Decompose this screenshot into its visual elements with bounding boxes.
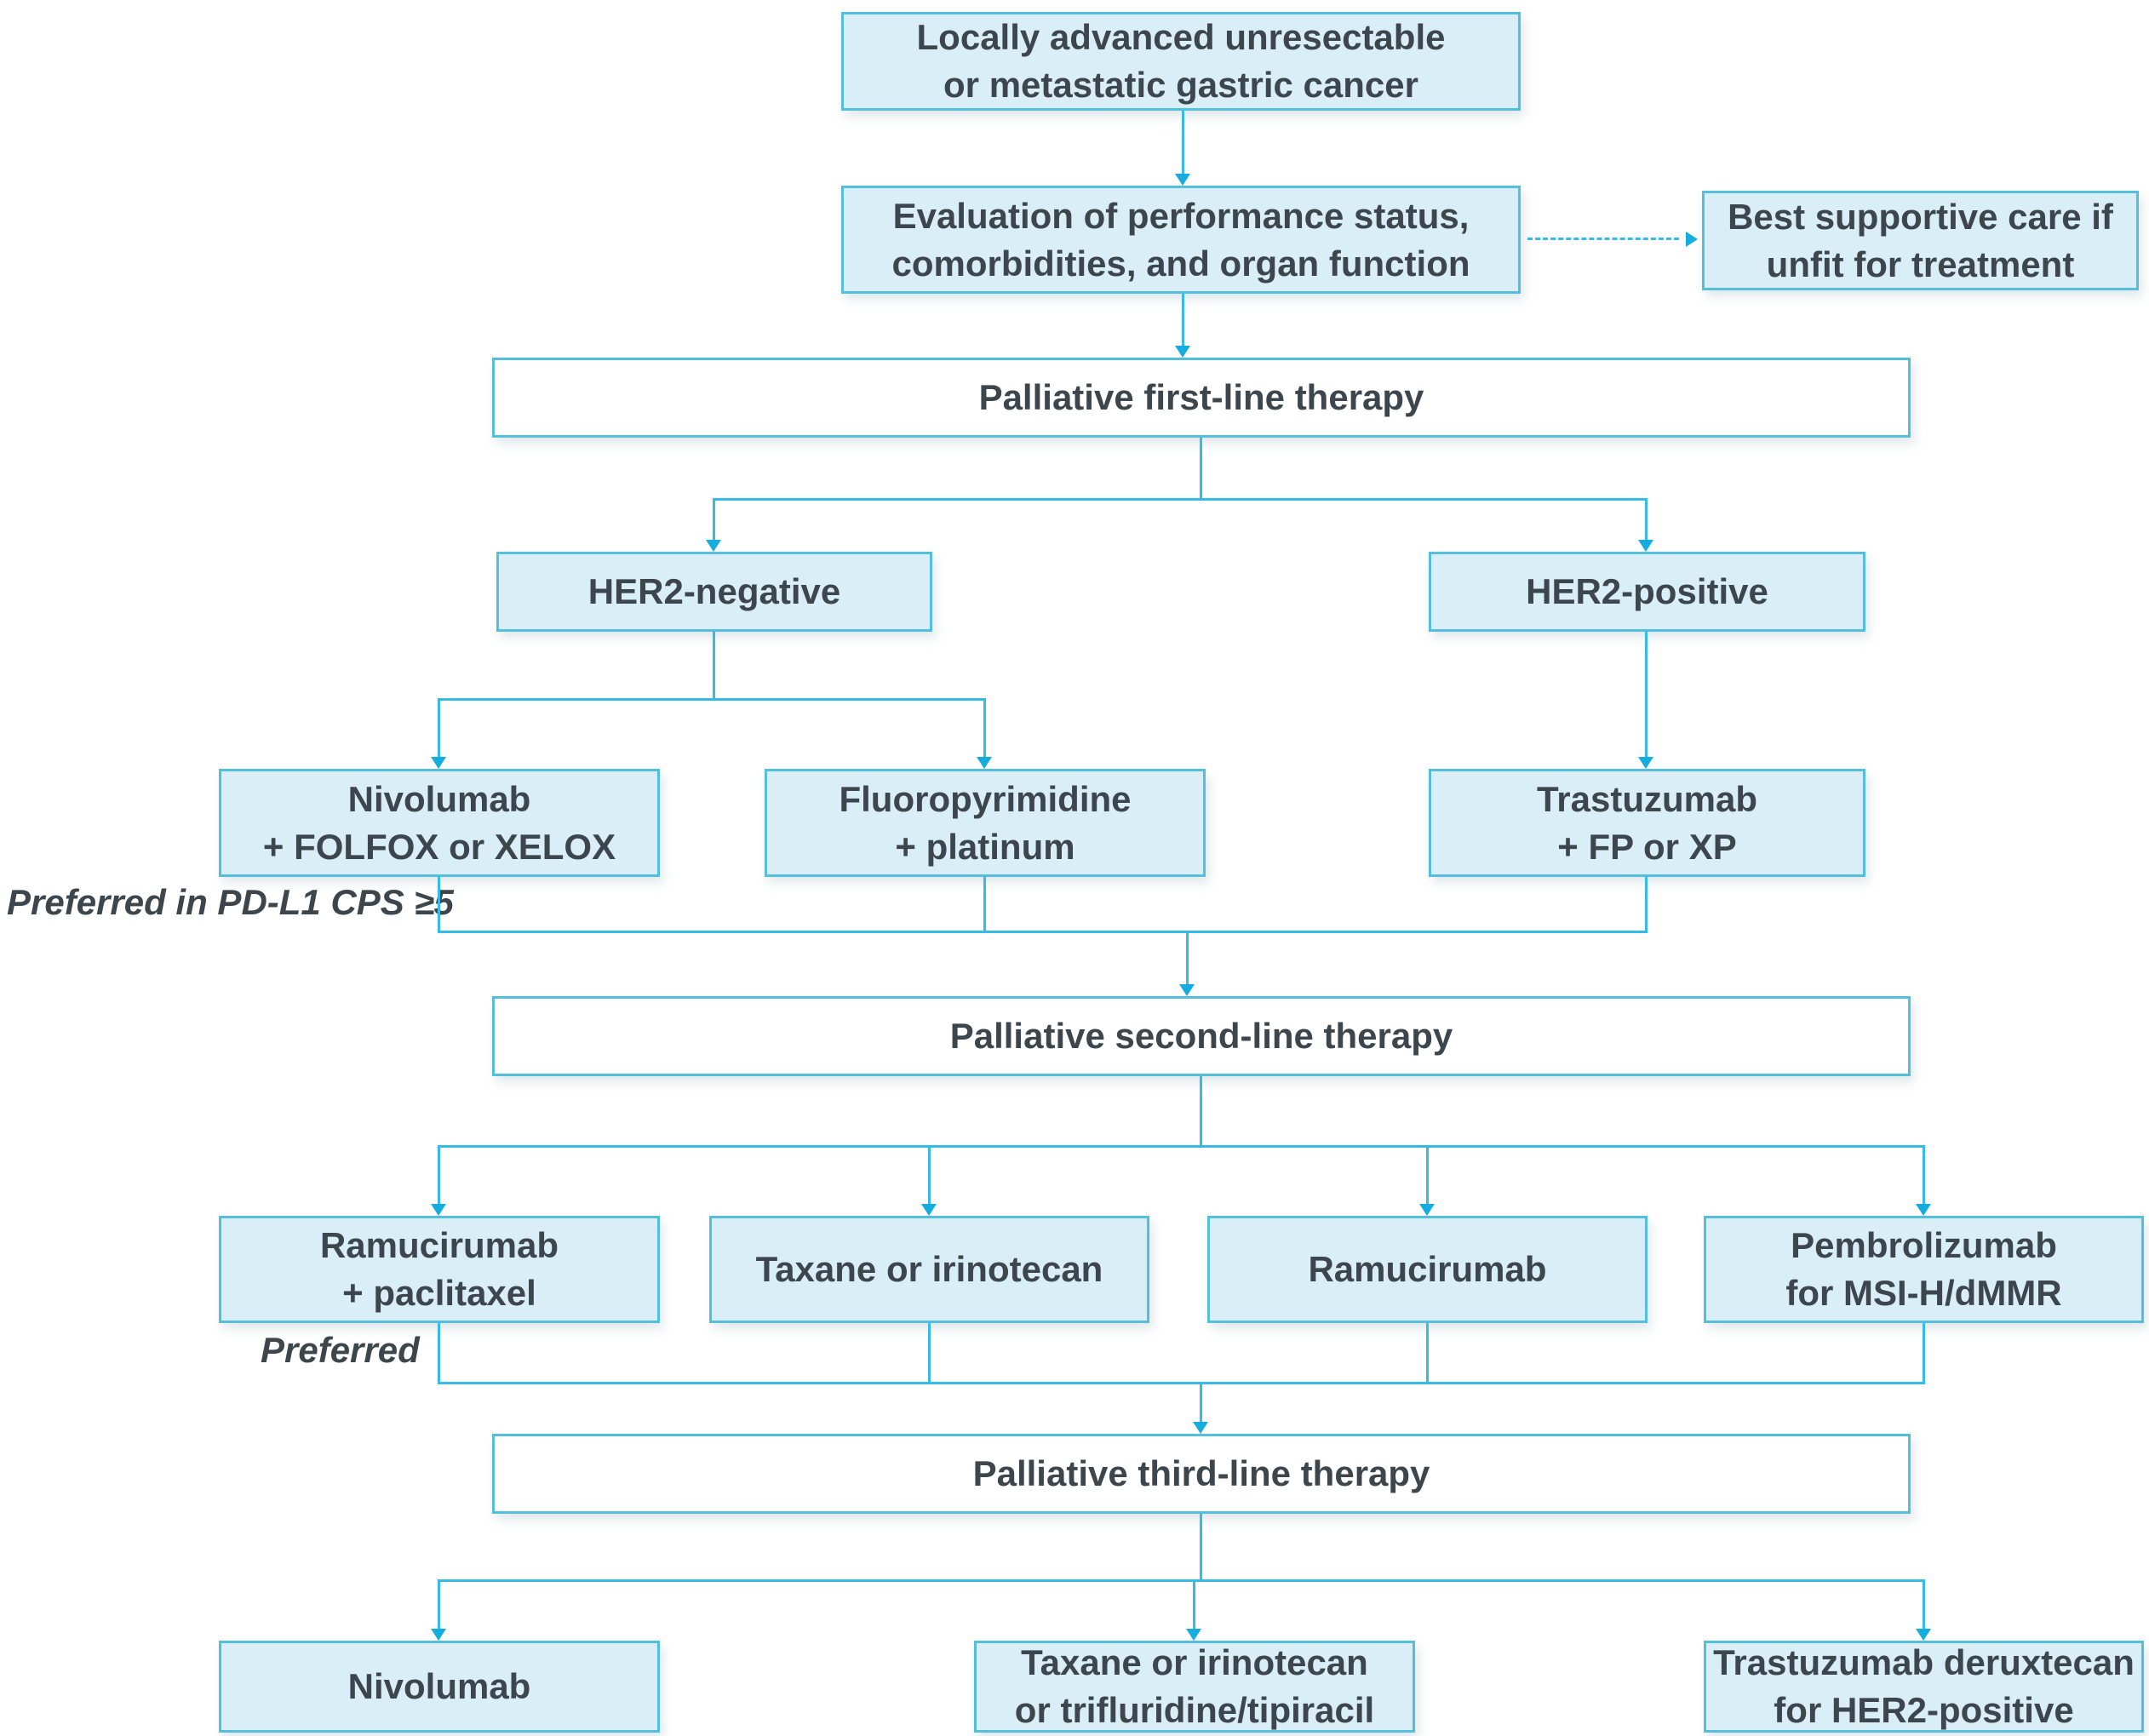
arrow-down-icon [431,1204,446,1216]
connector-line [1200,438,1202,498]
connector-line [1200,1514,1202,1579]
node-pembrolizumab-msih: Pembrolizumab for MSI-H/dMMR [1704,1216,2144,1323]
banner-first-line-therapy: Palliative first-line therapy [492,358,1911,438]
node-trastuzumab-deruxtecan: Trastuzumab deruxtecan for HER2-positive [1704,1641,2144,1733]
connector-dashed-line [1527,238,1679,240]
node-taxane-irinotecan: Taxane or irinotecan [709,1216,1149,1323]
connector-line [1182,294,1184,346]
connector-line [713,498,1648,501]
connector-line [928,1145,931,1204]
connector-line [1645,498,1648,540]
connector-line [1645,877,1648,933]
connector-line [438,931,1648,933]
arrow-down-icon [431,757,446,769]
annotation-preferred-pdl1: Preferred in PD-L1 CPS ≥5 [7,882,454,922]
node-start: Locally advanced unresectable or metasta… [841,12,1521,111]
arrow-down-icon [431,1629,446,1641]
arrow-down-icon [1638,540,1653,552]
connector-line [1200,1384,1202,1422]
connector-line [438,1579,1925,1582]
node-trastuzumab-fp-xp: Trastuzumab + FP or XP [1429,769,1865,877]
arrow-down-icon [1175,174,1190,186]
node-ramucirumab-paclitaxel: Ramucirumab + paclitaxel [219,1216,660,1323]
node-nivolumab-folfox-xelox: Nivolumab + FOLFOX or XELOX [219,769,660,877]
arrow-down-icon [977,757,992,769]
arrow-down-icon [1175,346,1190,358]
arrow-down-icon [1638,757,1653,769]
node-nivolumab: Nivolumab [219,1641,660,1733]
connector-line [438,1323,440,1384]
arrow-down-icon [1179,984,1195,996]
connector-line [1645,632,1648,757]
arrow-down-icon [1193,1422,1208,1434]
node-ramucirumab: Ramucirumab [1207,1216,1648,1323]
connector-line [438,877,440,933]
connector-line [983,698,986,757]
connector-line [438,1579,440,1629]
node-her2-positive: HER2-positive [1429,552,1865,632]
connector-line [1186,933,1189,984]
node-taxane-trifluridine: Taxane or irinotecan or trifluridine/tip… [974,1641,1415,1733]
connector-line [1923,1145,1925,1204]
connector-line [438,698,986,701]
connector-line [928,1323,931,1384]
arrow-down-icon [1916,1629,1931,1641]
connector-line [438,1145,440,1204]
banner-third-line-therapy: Palliative third-line therapy [492,1434,1911,1514]
connector-line [438,1145,1925,1148]
connector-line [713,498,715,540]
node-her2-negative: HER2-negative [496,552,932,632]
connector-line [713,632,715,698]
connector-line [983,877,986,933]
connector-line [438,698,440,757]
connector-line [1923,1579,1925,1629]
connector-line [1923,1323,1925,1384]
connector-line [1200,1076,1202,1145]
arrow-down-icon [706,540,721,552]
arrow-right-icon [1686,232,1698,247]
connector-line [1426,1323,1429,1384]
arrow-down-icon [1419,1204,1435,1216]
connector-line [438,1382,1925,1384]
arrow-down-icon [1916,1204,1931,1216]
node-evaluation: Evaluation of performance status, comorb… [841,186,1521,294]
connector-line [1182,111,1184,174]
node-best-supportive-care: Best supportive care if unfit for treatm… [1702,191,2139,290]
connector-line [1426,1145,1429,1204]
annotation-preferred: Preferred [261,1330,420,1370]
arrow-down-icon [921,1204,937,1216]
banner-second-line-therapy: Palliative second-line therapy [492,996,1911,1076]
connector-line [1193,1579,1195,1629]
node-fluoropyrimidine-platinum: Fluoropyrimidine + platinum [765,769,1206,877]
arrow-down-icon [1186,1629,1201,1641]
